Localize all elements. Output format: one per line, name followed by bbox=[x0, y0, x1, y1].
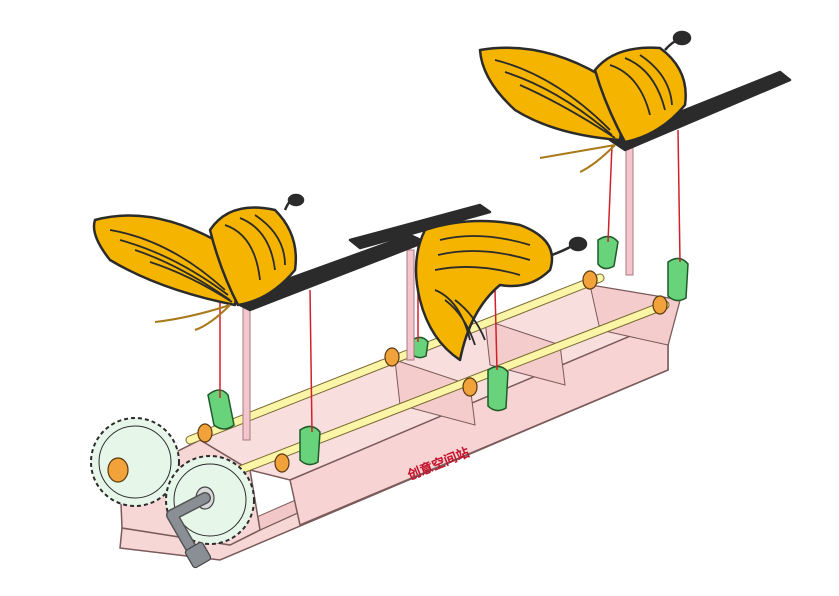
crank-handle-icon[interactable] bbox=[166, 492, 212, 569]
cam bbox=[487, 365, 509, 412]
bushing bbox=[462, 377, 478, 397]
cam bbox=[207, 389, 235, 430]
bushing bbox=[384, 347, 400, 367]
cam bbox=[299, 425, 321, 466]
bushing bbox=[274, 453, 290, 473]
support-rods bbox=[242, 144, 634, 441]
bushing bbox=[582, 270, 598, 290]
cam bbox=[597, 235, 619, 270]
shaft-bushings bbox=[197, 270, 668, 473]
bushing bbox=[652, 295, 668, 315]
cam bbox=[667, 257, 689, 302]
butterfly-icon bbox=[92, 193, 427, 331]
butterfly-icon bbox=[478, 30, 792, 173]
cam-icon bbox=[207, 235, 689, 466]
butterfly-icon bbox=[348, 203, 588, 362]
bushing bbox=[197, 423, 213, 443]
